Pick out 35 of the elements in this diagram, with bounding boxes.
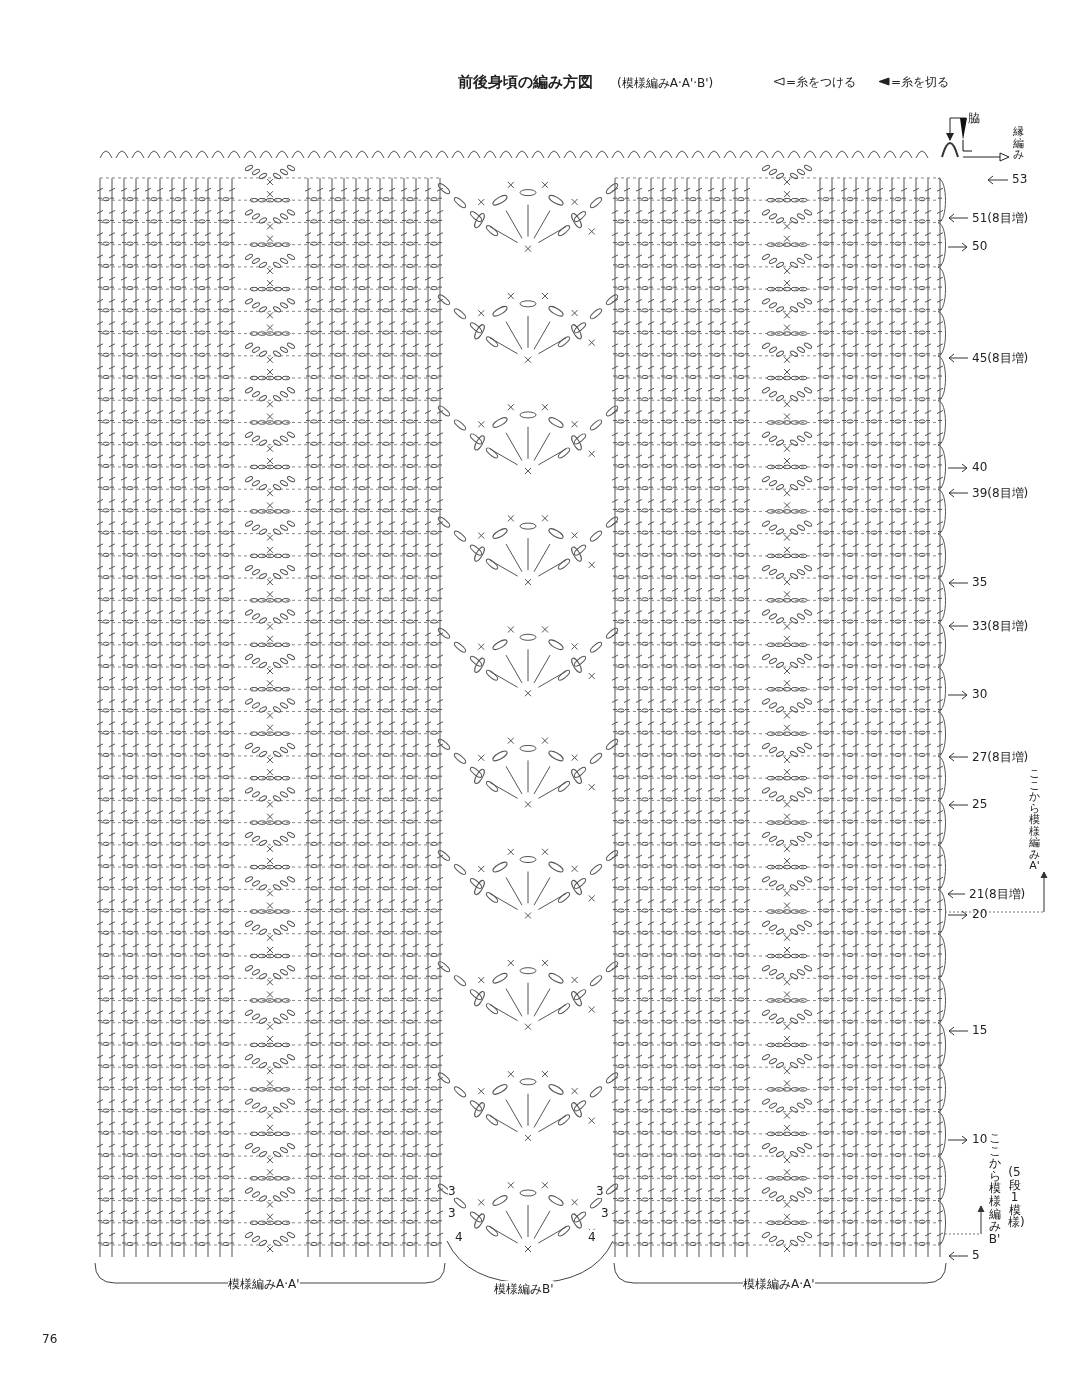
callout-text: 脇 [966, 110, 982, 126]
row-number: 15 [972, 1023, 988, 1037]
title: 前後身頃の編み方図 [458, 73, 593, 92]
subtitle: (模様編みA·A'·B') [617, 75, 714, 92]
row-number: 30 [972, 687, 988, 701]
page-number: 76 [42, 1332, 58, 1346]
vertical-label: ここから模様編みA' [1028, 768, 1041, 872]
row-number: 50 [972, 239, 988, 253]
chain-stitch-symbol [940, 140, 960, 158]
vertical-label: ここから模様編みB' [988, 1132, 1001, 1246]
pattern-label: 模様編みA·A' [743, 1276, 815, 1293]
row-number: 45(8目増) [972, 350, 1029, 367]
pattern-label: 模様編みA·A' [228, 1276, 300, 1293]
pattern-label: 模様編みB' [494, 1281, 554, 1298]
chain-count: 3 [448, 1206, 456, 1220]
chain-count: 3 [601, 1206, 609, 1220]
row-number: 53 [1012, 172, 1028, 186]
row-number: 25 [972, 797, 988, 811]
row-number: 27(8目増) [972, 749, 1029, 766]
row-number: 10 [972, 1132, 988, 1146]
row-number: 33(8目増) [972, 618, 1029, 635]
vertical-label: 縁編み [1012, 126, 1025, 161]
row-number: 35 [972, 575, 988, 589]
row-number: 51(8目増) [972, 210, 1029, 227]
row-number: 39(8目増) [972, 485, 1029, 502]
chain-count: 3 [596, 1184, 604, 1198]
legend-text: =糸をつける [786, 74, 857, 91]
row-number: 5 [972, 1248, 980, 1262]
row-number: 40 [972, 460, 988, 474]
row-number: 21(8目増) [969, 886, 1026, 903]
chain-count: 4 [455, 1230, 463, 1244]
legend-text: =糸を切る [891, 74, 950, 91]
chain-count: 4 [588, 1230, 596, 1244]
row-number: 20 [972, 907, 988, 921]
chain-count: 3 [448, 1184, 456, 1198]
